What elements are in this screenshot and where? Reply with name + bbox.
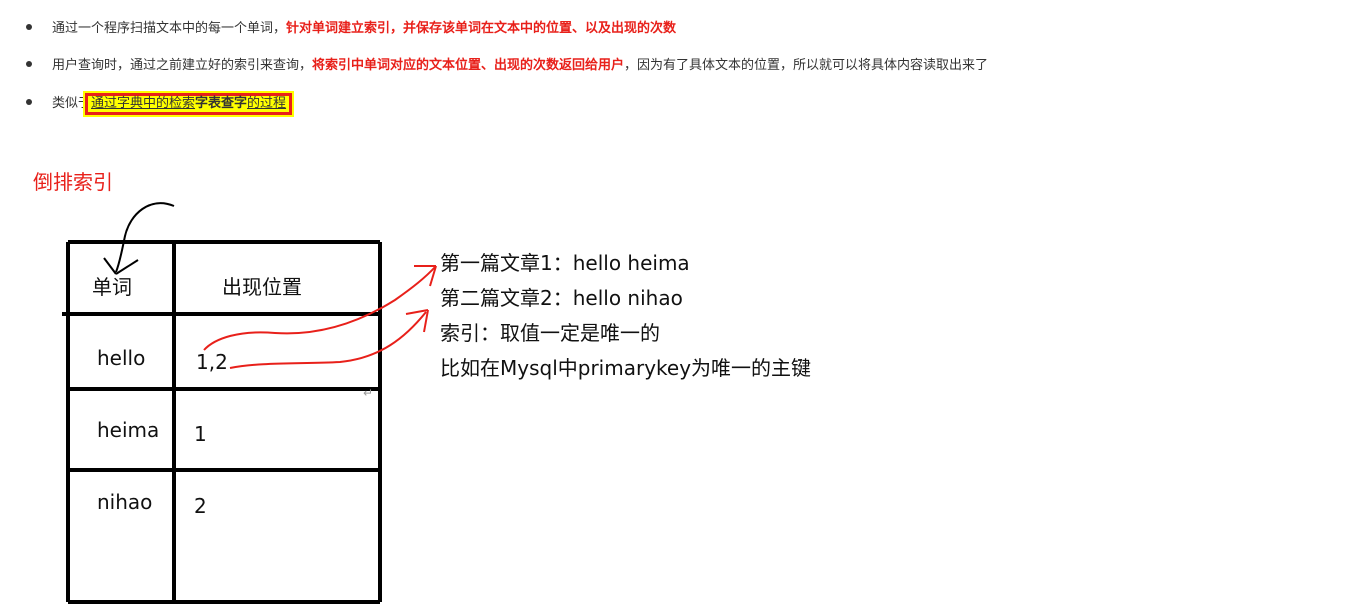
highlight-part: 的过程 xyxy=(247,96,287,111)
arrow-stroke xyxy=(115,202,175,273)
bullet-text: 类似于 xyxy=(52,96,92,111)
red-arrows-icon xyxy=(203,265,437,369)
bullet-emphasis: 将索引中单词对应的文本位置、出现的次数返回给用户 xyxy=(312,58,625,73)
bullet-text: 用户查询时，通过之前建立好的索引来查询， xyxy=(52,58,313,73)
header-word: 单词 xyxy=(92,275,132,299)
list-item: 类似于通过字典中的检索字表查字的过程 xyxy=(26,93,293,115)
bullet-emphasis: 针对单词建立索引，并保存该单词在文本中的位置、以及出现的次数 xyxy=(286,21,677,36)
row-word-hello: hello xyxy=(97,346,146,370)
row-word-heima: heima xyxy=(97,418,160,442)
arrowhead-stroke xyxy=(103,257,117,275)
curved-arrow-icon xyxy=(103,202,175,275)
note-line: 第一篇文章1：hello heima xyxy=(440,251,690,275)
note-line: 比如在Mysql中primarykey为唯一的主键 xyxy=(440,356,812,380)
return-mark-icon: ↵ xyxy=(363,386,374,400)
arrow-to-article-2 xyxy=(229,311,427,369)
arrowhead-2 xyxy=(405,309,429,315)
bullet-text: 通过一个程序扫描文本中的每一个单词， xyxy=(52,21,287,36)
row-positions-hello: 1,2 xyxy=(196,350,228,374)
highlighted-phrase: 通过字典中的检索字表查字的过程 xyxy=(85,93,293,115)
bullet-dot-icon xyxy=(26,23,32,30)
arrowhead-stroke xyxy=(115,259,139,275)
index-table-grid xyxy=(62,240,382,604)
bullet-dot-icon xyxy=(26,60,32,67)
row-word-nihao: nihao xyxy=(97,490,153,514)
list-item: 通过一个程序扫描文本中的每一个单词，针对单词建立索引，并保存该单词在文本中的位置… xyxy=(26,20,676,38)
list-item: 用户查询时，通过之前建立好的索引来查询，将索引中单词对应的文本位置、出现的次数返… xyxy=(26,57,988,75)
highlight-part: 通过字典中的检索 xyxy=(91,96,196,111)
header-positions: 出现位置 xyxy=(222,275,302,299)
bullet-text-tail: ，因为有了具体文本的位置，所以就可以将具体内容读取出来了 xyxy=(624,58,989,73)
row-positions-nihao: 2 xyxy=(194,494,207,518)
arrow-to-article-1 xyxy=(203,265,437,351)
diagram-title: 倒排索引 xyxy=(33,170,113,194)
row-positions-heima: 1 xyxy=(194,422,207,446)
notes-block: 第一篇文章1：hello heima 第二篇文章2：hello nihao 索引… xyxy=(440,248,811,388)
note-line: 第二篇文章2：hello nihao xyxy=(440,286,683,310)
bullet-dot-icon xyxy=(26,98,32,105)
arrowhead-2 xyxy=(423,309,429,333)
highlight-part-bold: 字表查字 xyxy=(195,96,248,111)
arrowhead-1 xyxy=(429,265,437,287)
note-line: 索引：取值一定是唯一的 xyxy=(440,321,660,345)
